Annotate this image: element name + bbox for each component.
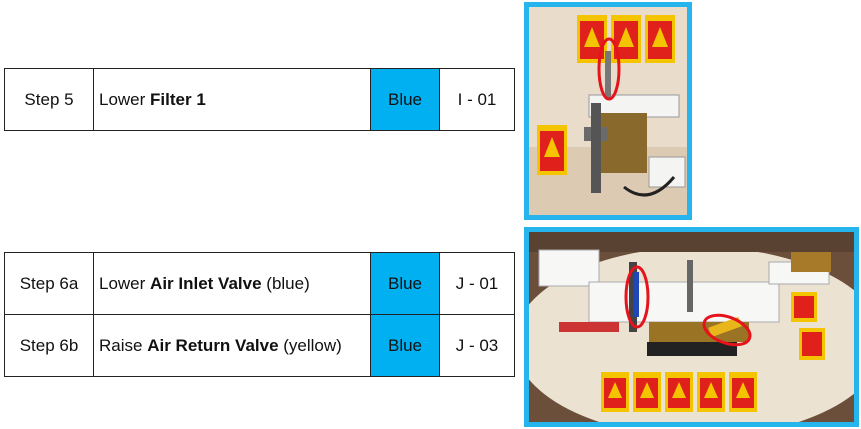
warning-sign-icon — [729, 372, 757, 412]
table-row: Step 6b Raise Air Return Valve (yellow) … — [4, 314, 515, 377]
warning-sign-icon — [665, 372, 693, 412]
photo-illustration — [529, 232, 854, 422]
item-suffix: (yellow) — [283, 335, 342, 355]
step-label: Step 6a — [4, 252, 94, 315]
valve-panel-air-valves-photo — [524, 227, 859, 427]
item-suffix: (blue) — [266, 273, 310, 293]
step-description: Lower Filter 1 — [93, 68, 371, 131]
step-description: Raise Air Return Valve (yellow) — [93, 314, 371, 377]
location-code: I - 01 — [439, 68, 515, 131]
item-name: Air Return Valve — [147, 335, 279, 355]
step-table-2: Step 6a Lower Air Inlet Valve (blue) Blu… — [4, 252, 515, 377]
item-name: Air Inlet Valve — [150, 273, 262, 293]
step-label: Step 5 — [4, 68, 94, 131]
color-cell: Blue — [370, 252, 440, 315]
highlight-circle — [624, 265, 650, 329]
action-verb: Lower — [99, 89, 146, 109]
warning-sign-icon — [791, 292, 817, 322]
warning-sign-icon — [601, 372, 629, 412]
warning-sign-icon — [697, 372, 725, 412]
warning-sign-icon — [537, 125, 567, 175]
warning-sign-icon — [633, 372, 661, 412]
action-verb: Lower — [99, 273, 146, 293]
item-name: Filter 1 — [150, 89, 206, 109]
step-label: Step 6b — [4, 314, 94, 377]
table-row: Step 5 Lower Filter 1 Blue I - 01 — [4, 68, 515, 131]
color-cell: Blue — [370, 68, 440, 131]
action-verb: Raise — [99, 335, 143, 355]
highlight-circle — [702, 313, 752, 347]
step-table-1: Step 5 Lower Filter 1 Blue I - 01 — [4, 68, 515, 131]
location-code: J - 01 — [439, 252, 515, 315]
table-row: Step 6a Lower Air Inlet Valve (blue) Blu… — [4, 252, 515, 315]
highlight-circle — [597, 37, 621, 101]
photo-illustration — [529, 7, 687, 215]
valve-panel-filter-photo — [524, 2, 692, 220]
location-code: J - 03 — [439, 314, 515, 377]
step-description: Lower Air Inlet Valve (blue) — [93, 252, 371, 315]
warning-sign-icon — [645, 15, 675, 63]
warning-sign-icon — [611, 15, 641, 63]
warning-sign-icon — [577, 15, 607, 63]
color-cell: Blue — [370, 314, 440, 377]
warning-sign-icon — [799, 328, 825, 360]
